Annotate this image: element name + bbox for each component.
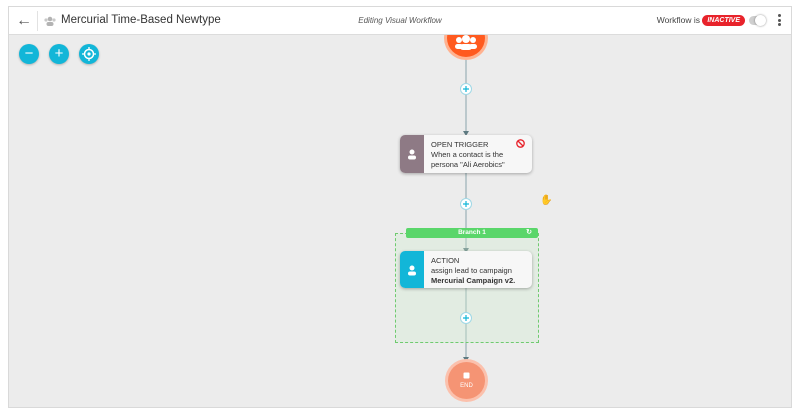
- workflow-status-label: Workflow is: [656, 15, 700, 25]
- trigger-description: When a contact is the: [431, 150, 504, 159]
- branch-container: [395, 233, 539, 343]
- app-frame: OPEN TRIGGER When a contact is the perso…: [8, 6, 792, 408]
- trigger-title: OPEN TRIGGER: [431, 140, 489, 149]
- target-icon: [82, 47, 96, 61]
- toggle-knob: [755, 15, 766, 26]
- end-node[interactable]: END: [448, 362, 485, 399]
- zoom-out-button[interactable]: −: [19, 44, 39, 64]
- trigger-card[interactable]: OPEN TRIGGER When a contact is the perso…: [400, 135, 532, 173]
- zoom-in-button[interactable]: +: [49, 44, 69, 64]
- action-description: assign lead to campaign: [431, 266, 512, 275]
- action-card[interactable]: ACTION assign lead to campaign Mercurial…: [400, 251, 532, 288]
- workflow-canvas: [463, 57, 469, 362]
- back-arrow-icon[interactable]: ←: [16, 12, 32, 29]
- disabled-icon[interactable]: [516, 139, 525, 148]
- branch-header[interactable]: Branch 1 ↻: [406, 228, 538, 238]
- more-options-icon[interactable]: [776, 14, 782, 28]
- trigger-card-side: [400, 135, 424, 173]
- person-icon: [408, 265, 416, 275]
- people-icon: [44, 16, 56, 26]
- add-step-button[interactable]: [460, 198, 472, 210]
- trigger-description-2: persona "Ali Aerobics": [431, 160, 505, 169]
- stop-icon: [463, 372, 470, 379]
- end-label: END: [460, 383, 473, 389]
- recenter-button[interactable]: [79, 44, 99, 64]
- divider: [37, 11, 38, 31]
- editing-label: Editing Visual Workflow: [358, 16, 442, 25]
- refresh-icon[interactable]: ↻: [526, 229, 532, 236]
- status-badge: INACTIVE: [702, 15, 745, 26]
- people-group-icon: [455, 35, 477, 50]
- hand-cursor-icon: ✋: [540, 195, 553, 206]
- branch-label: Branch 1: [458, 229, 486, 236]
- top-bar: ← Mercurial Time-Based Newtype Editing V…: [9, 7, 791, 35]
- add-step-button[interactable]: [460, 83, 472, 95]
- add-step-button[interactable]: [460, 312, 472, 324]
- workflow-active-toggle[interactable]: [749, 15, 766, 26]
- action-title: ACTION: [431, 256, 460, 265]
- action-campaign-name: Mercurial Campaign v2.: [431, 276, 516, 285]
- action-card-side: [400, 251, 424, 288]
- person-icon: [408, 149, 416, 160]
- workflow-title: Mercurial Time-Based Newtype: [61, 14, 221, 26]
